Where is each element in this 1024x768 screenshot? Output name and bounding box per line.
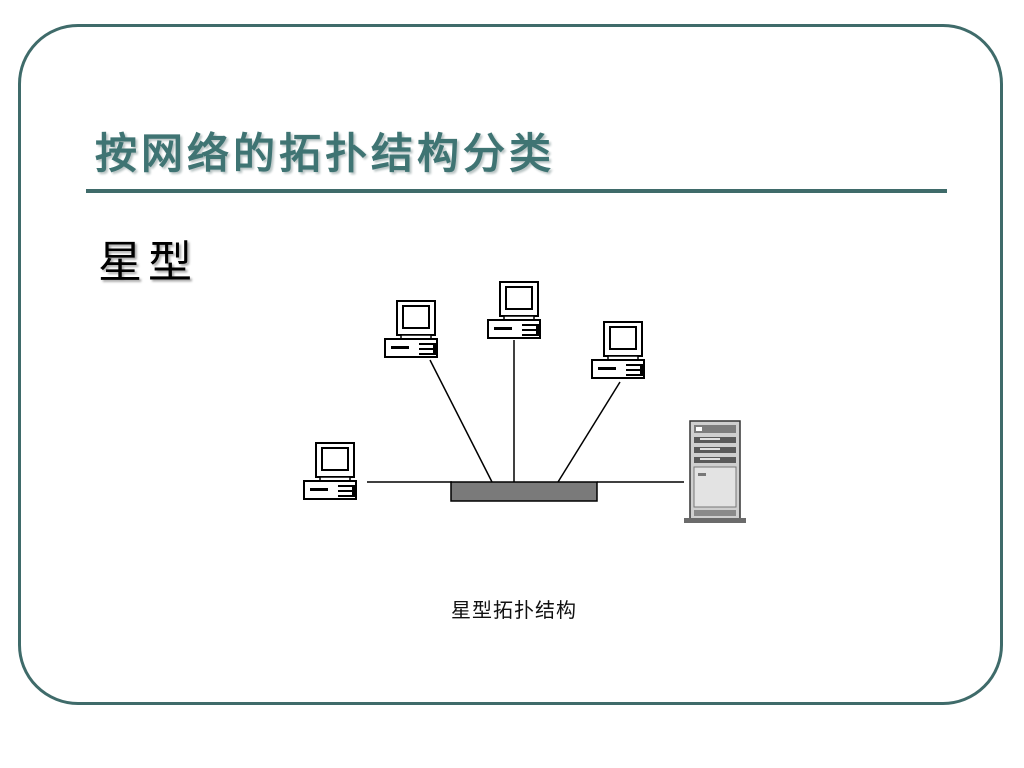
- workstation-icon: [384, 300, 438, 358]
- workstation-icon: [303, 442, 357, 500]
- slide-frame: [18, 24, 1003, 705]
- workstation-icon: [591, 321, 645, 379]
- section-heading: 星型: [98, 237, 198, 288]
- link-top-right-pc: [557, 381, 621, 483]
- links: [367, 340, 684, 483]
- workstation-icon: [487, 281, 541, 339]
- diagram-caption: 星型拓扑结构: [451, 598, 577, 622]
- title-underline: [86, 189, 947, 193]
- hub-bar: [450, 481, 598, 502]
- server-tower-icon: [684, 420, 746, 523]
- link-top-left-pc: [429, 359, 493, 483]
- slide-title: 按网络的拓扑结构分类: [95, 129, 556, 178]
